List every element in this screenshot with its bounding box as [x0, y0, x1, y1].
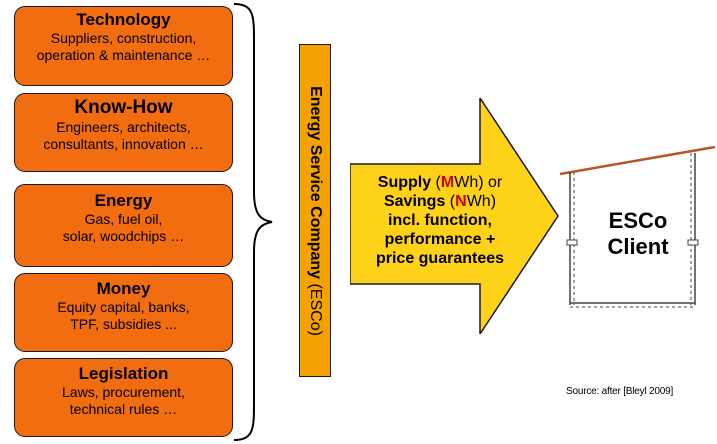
- arrow-text: Supply (MWh) or Savings (NWh) incl. func…: [355, 173, 525, 268]
- arrow-line-function: incl. function,: [388, 212, 492, 229]
- box-technology: Technology Suppliers, construction, oper…: [14, 6, 233, 86]
- client-building-icon: [559, 145, 716, 308]
- box-line: Laws, procurement,: [62, 384, 185, 400]
- esco-bar: Energy Service Company (ESCo): [299, 44, 331, 377]
- service-arrow: [350, 98, 559, 334]
- savings-paren: (: [445, 193, 456, 210]
- box-line: Equity capital, banks,: [57, 299, 190, 315]
- client-line-1: ESCo: [608, 208, 668, 233]
- box-line: Engineers, architects,: [56, 119, 191, 135]
- box-line: solar, woodchips …: [62, 228, 185, 244]
- savings-letter: N: [455, 193, 467, 210]
- supply-unit: Wh) or: [454, 174, 503, 191]
- arrow-savings-line: Savings (NWh): [355, 192, 525, 211]
- box-line: consultants, innovation …: [43, 136, 204, 152]
- box-title: Technology: [76, 10, 171, 29]
- savings-word: Savings: [383, 193, 446, 210]
- box-line: Gas, fuel oil,: [84, 211, 163, 227]
- box-line: operation & maintenance …: [36, 47, 211, 63]
- curly-brace: [233, 3, 273, 441]
- client-line-2: Client: [607, 234, 669, 259]
- arrow-line-performance: performance +: [384, 231, 496, 248]
- source-note: Source: after [Bleyl 2009]: [566, 386, 674, 397]
- savings-unit: Wh): [466, 193, 497, 210]
- box-energy: Energy Gas, fuel oil, solar, woodchips …: [14, 184, 233, 267]
- box-know-how: Know-How Engineers, architects, consulta…: [14, 93, 233, 172]
- box-money: Money Equity capital, banks, TPF, subsid…: [14, 273, 233, 352]
- esco-label-abbrev: (ESCo): [307, 278, 324, 336]
- client-label: ESCo Client: [583, 208, 693, 260]
- supply-letter: M: [440, 174, 455, 191]
- esco-label-bold: Energy Service Company: [307, 85, 324, 279]
- box-title: Energy: [94, 191, 153, 210]
- supply-paren: (: [431, 174, 441, 191]
- box-line: TPF, subsidies ...: [70, 316, 177, 332]
- box-title: Know-How: [74, 97, 173, 118]
- box-legislation: Legislation Laws, procurement, technical…: [14, 358, 233, 437]
- supply-word: Supply: [377, 174, 432, 191]
- arrow-line-price: price guarantees: [375, 250, 505, 267]
- arrow-supply-line: Supply (MWh) or: [355, 173, 525, 192]
- esco-label: Energy Service Company (ESCo): [306, 86, 324, 336]
- box-title: Money: [96, 279, 151, 298]
- box-line: technical rules …: [69, 401, 178, 417]
- box-title: Legislation: [78, 364, 169, 383]
- box-line: Suppliers, construction,: [50, 30, 197, 46]
